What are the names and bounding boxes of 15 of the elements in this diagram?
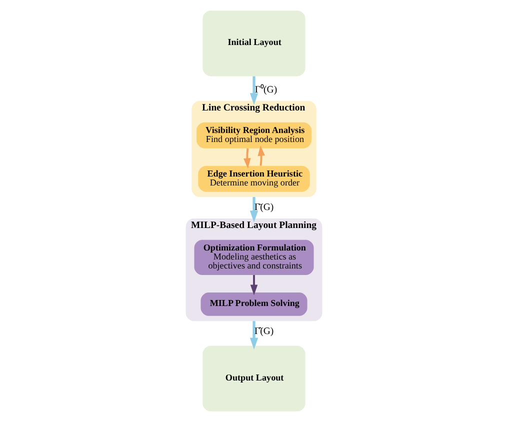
edge-label: Γ̂(G) xyxy=(254,326,274,338)
edge-label: Γ̄(G) xyxy=(254,202,274,214)
node-box: Visibility Region Analysis Find optimal node position xyxy=(196,122,312,148)
node-box: Initial Layout xyxy=(202,10,306,76)
arrow xyxy=(250,197,258,222)
arrow xyxy=(250,321,258,350)
node-box: Output Layout xyxy=(202,346,306,412)
arrow xyxy=(250,76,258,105)
node-box: MILP Problem Solving xyxy=(200,292,308,316)
node-box: Edge Insertion Heuristic Determine moving order xyxy=(198,166,310,192)
node-box: Optimization Formulation Modeling aesthetics as objectives and constraints xyxy=(194,240,314,275)
arrow xyxy=(250,275,258,296)
arrow xyxy=(258,145,265,166)
arrow xyxy=(244,148,251,169)
edge-label: Γ⁰(G) xyxy=(254,84,278,96)
